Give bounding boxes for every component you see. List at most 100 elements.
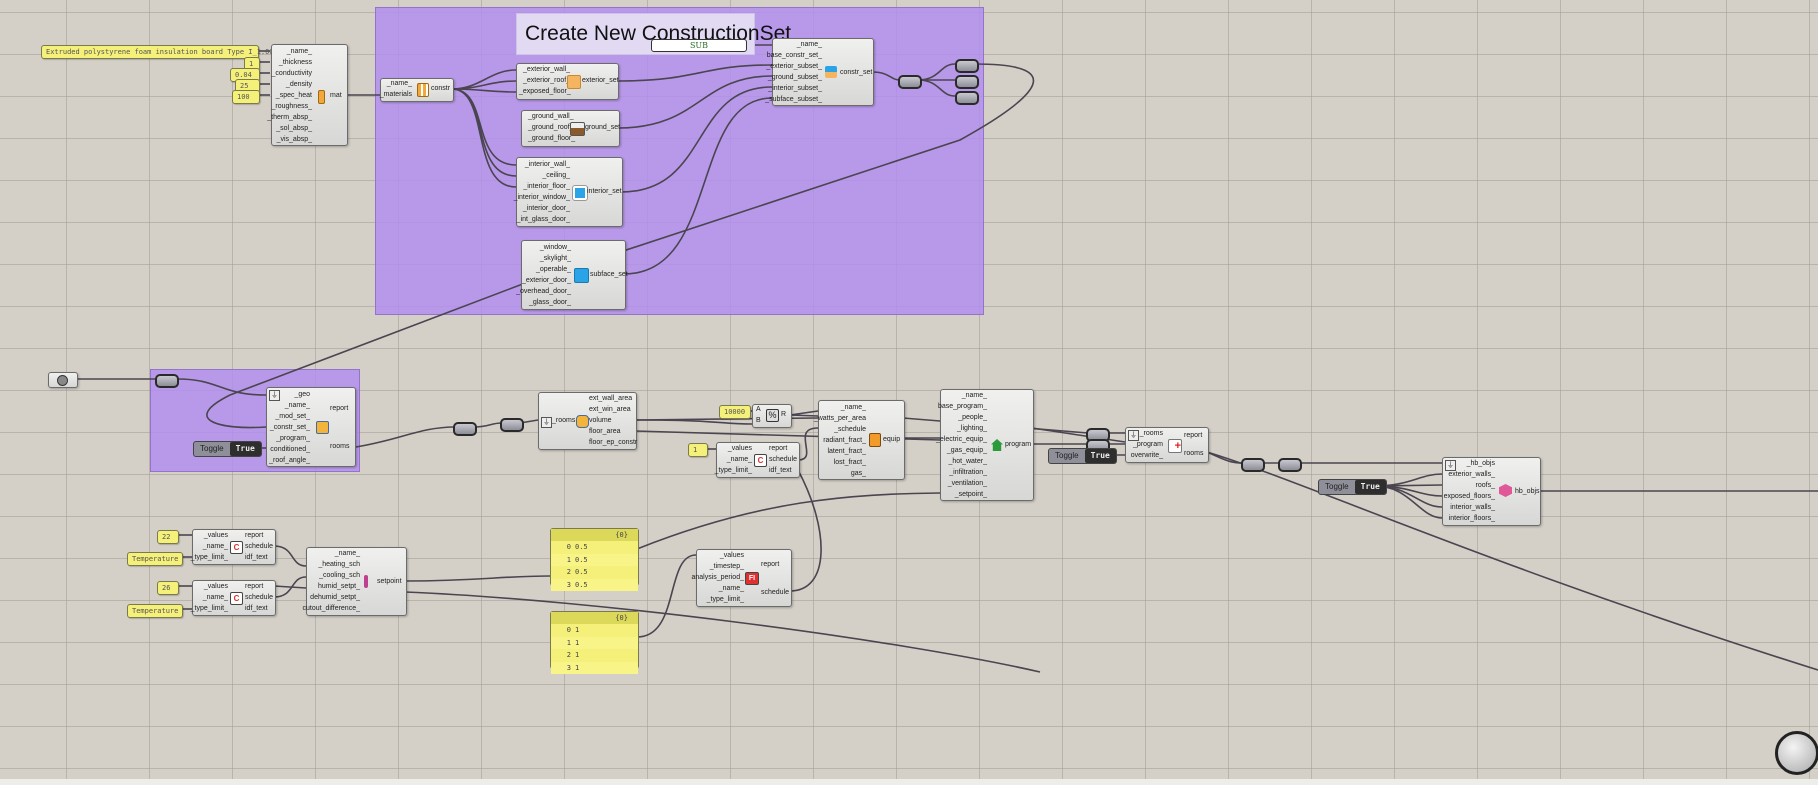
input-cooling-sch[interactable]: _cooling_sch [319, 572, 360, 579]
canvas-navigation-widget[interactable] [1775, 731, 1818, 775]
hb-objects-node[interactable]: ⏚ _hb_objs exterior_walls_ roofs_ expose… [1442, 457, 1541, 526]
output-exterior-set[interactable]: exterior_set [582, 77, 619, 84]
constr-set-name-input[interactable]: SUB [651, 39, 747, 52]
output-report[interactable]: report [1184, 432, 1203, 439]
input-hb-objs[interactable]: _hb_objs [1466, 460, 1495, 467]
input-roof-angle[interactable]: _roof_angle_ [269, 457, 310, 464]
input-exterior-subset[interactable]: _exterior_subset_ [766, 63, 822, 70]
output-floor-area[interactable]: floor_area [589, 428, 621, 435]
relay[interactable] [955, 91, 979, 105]
input-ground-wall[interactable]: _ground_wall_ [528, 113, 574, 120]
input-exterior-walls[interactable]: exterior_walls_ [1448, 471, 1495, 478]
input-ground-floor[interactable]: _ground_floor_ [528, 135, 576, 142]
input-cutout-difference[interactable]: cutout_difference_ [302, 605, 360, 612]
input-sol-absp[interactable]: _sol_absp_ [276, 125, 312, 132]
output-report[interactable]: report [245, 583, 264, 590]
apply-program-node[interactable]: ⏚ _rooms _program overwrite_ + report ro… [1125, 427, 1209, 463]
output-equip[interactable]: equip [883, 436, 901, 443]
toggle-value[interactable]: True [1354, 480, 1386, 494]
input-hot-water[interactable]: _hot_water_ [948, 458, 987, 465]
cooling-type-limit-panel[interactable]: Temperature [127, 604, 183, 618]
input-watts-per-area[interactable]: _watts_per_area [813, 415, 866, 422]
subface-set-node[interactable]: _window_ _skylight_ _operable_ _exterior… [516, 240, 628, 310]
input-exterior-wall[interactable]: _exterior_wall_ [523, 66, 571, 73]
toggle-value[interactable]: True [1084, 449, 1116, 463]
output-report[interactable]: report [245, 532, 264, 539]
input-program[interactable]: _program [1133, 441, 1163, 448]
output-r[interactable]: R [781, 411, 787, 418]
setpoint-node[interactable]: _name_ _heating_sch _cooling_sch humid_s… [302, 547, 407, 616]
input-rooms[interactable]: _rooms [552, 417, 576, 424]
input-vis-absp[interactable]: _vis_absp_ [276, 136, 312, 143]
input-spec-heat[interactable]: _spec_heat [275, 92, 312, 99]
input-interior-walls[interactable]: interior_walls_ [1450, 504, 1495, 511]
input-a[interactable]: A [756, 406, 761, 413]
heating-type-limit-panel[interactable]: Temperature [127, 552, 183, 566]
input-name[interactable]: _name_ [726, 456, 752, 463]
input-materials[interactable]: _materials [379, 91, 412, 98]
input-therm-absp[interactable]: _therm_absp_ [267, 114, 312, 121]
input-heating-sch[interactable]: _heating_sch [318, 561, 360, 568]
relay[interactable] [453, 422, 477, 436]
input-values[interactable]: _values [203, 583, 228, 590]
output-ext-wall-area[interactable]: ext_wall_area [589, 395, 633, 402]
output-constr[interactable]: constr [431, 85, 451, 92]
input-name[interactable]: _name_ [386, 80, 412, 87]
output-idf-text[interactable]: idf_text [245, 605, 268, 612]
construction-node[interactable]: _name_ _materials constr [380, 78, 454, 102]
input-name[interactable]: _name_ [961, 392, 987, 399]
equipment-node[interactable]: _name_ _watts_per_area _schedule radiant… [814, 400, 905, 480]
input-values[interactable]: _values [203, 532, 228, 539]
input-infiltration[interactable]: _infiltration_ [949, 469, 987, 476]
input-latent-fract[interactable]: latent_fract_ [827, 448, 866, 455]
output-ext-win-area[interactable]: ext_win_area [589, 406, 631, 413]
input-geo[interactable]: _geo [294, 391, 310, 398]
material-node[interactable]: _name_ _thickness _conductivity _density… [267, 44, 348, 146]
input-name[interactable]: _name_ [334, 550, 360, 557]
input-interior-door[interactable]: _interior_door_ [522, 205, 570, 212]
input-name[interactable]: _name_ [284, 402, 310, 409]
input-density[interactable]: _density [285, 81, 312, 88]
input-constr-set[interactable]: _constr_set_ [269, 424, 310, 431]
input-name[interactable]: _name_ [840, 404, 866, 411]
input-ceiling[interactable]: _ceiling_ [542, 172, 570, 179]
heating-value-panel[interactable]: 22 [157, 530, 179, 544]
input-electric-equip[interactable]: _electric_equip_ [936, 436, 987, 443]
output-constr-set[interactable]: constr_set [840, 69, 873, 76]
input-name[interactable]: _name_ [796, 41, 822, 48]
input-rooms[interactable]: _rooms [1139, 430, 1163, 437]
input-name[interactable]: _name_ [286, 48, 312, 55]
input-ground-subset[interactable]: _ground_subset_ [767, 74, 822, 81]
input-schedule[interactable]: _schedule [834, 426, 866, 433]
input-radiant-fract[interactable]: radiant_fract_ [823, 437, 866, 444]
output-mat[interactable]: mat [330, 92, 342, 99]
input-ground-roof[interactable]: _ground_roof_ [528, 124, 574, 131]
output-schedule[interactable]: schedule [245, 543, 274, 550]
relay[interactable] [155, 374, 179, 388]
input-glass-door[interactable]: _glass_door_ [528, 299, 571, 306]
input-type-limit[interactable]: _type_limit_ [706, 596, 744, 603]
output-report[interactable]: report [761, 561, 780, 568]
input-conductivity[interactable]: _conductivity [271, 70, 312, 77]
input-base-program[interactable]: base_program_ [937, 403, 987, 410]
spec-heat-panel[interactable]: 100 [232, 90, 260, 104]
relay[interactable] [955, 59, 979, 73]
input-exposed-floor[interactable]: _exposed_floor_ [519, 88, 571, 95]
input-people[interactable]: _people_ [958, 414, 987, 421]
input-interior-window[interactable]: _interior_window_ [513, 194, 570, 201]
relay[interactable] [955, 75, 979, 89]
input-gas-equip[interactable]: _gas_equip_ [946, 447, 987, 454]
input-type-limit[interactable]: _type_limit_ [190, 605, 228, 612]
relay[interactable] [1241, 458, 1265, 472]
fixed-interval-schedule-node[interactable]: _values _timestep_ analysis_period_ _nam… [691, 549, 792, 607]
output-ground-set[interactable]: ground_set [585, 124, 621, 131]
input-setpoint[interactable]: _setpoint_ [954, 491, 987, 498]
input-mod-set[interactable]: _mod_set_ [275, 413, 310, 420]
input-type-limit[interactable]: _type_limit_ [190, 554, 228, 561]
input-values[interactable]: _values [719, 552, 744, 559]
output-schedule[interactable]: schedule [769, 456, 798, 463]
output-report[interactable]: report [769, 445, 788, 452]
input-roughness[interactable]: _roughness_ [271, 103, 312, 110]
exterior-set-node[interactable]: _exterior_wall_ _exterior_roof_ _exposed… [516, 63, 619, 100]
output-floor-ep-constr[interactable]: floor_ep_constr [589, 439, 638, 446]
